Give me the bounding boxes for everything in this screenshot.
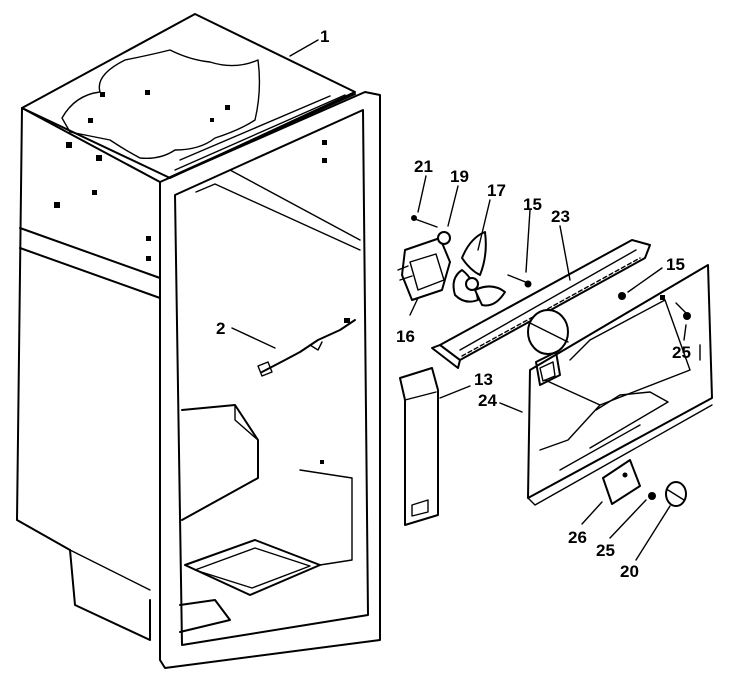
evaporator-cover [527,264,713,506]
screw-15-left [507,274,532,288]
callout-25-right: 25 [672,343,691,362]
callout-16: 16 [396,327,415,346]
plug-cap [665,481,687,507]
callout-17: 17 [487,181,506,200]
cabinet-liner [16,13,381,669]
screw-15-right [618,292,626,300]
callout-20: 20 [620,562,639,581]
callout-19: 19 [450,167,469,186]
fan-bracket [431,239,651,369]
callout-13: 13 [474,370,493,389]
callout-26: 26 [568,528,587,547]
wire-harness [257,318,356,377]
callout-15-right: 15 [666,255,685,274]
callout-23: 23 [551,207,570,226]
fan-motor [397,215,451,301]
callout-24: 24 [478,391,497,410]
callout-1: 1 [320,27,329,46]
callout-21: 21 [414,157,433,176]
callout-labels: 1 2 21 19 17 15 23 15 16 25 13 24 26 25 … [216,27,691,581]
cabinet-mounting-holes [54,90,327,464]
callout-15-upper: 15 [523,195,542,214]
callout-leaders [231,39,687,561]
callout-25-lower: 25 [596,541,615,560]
screw-25-lower [648,492,656,500]
insulation-pad [602,459,641,505]
screw-25-right [675,302,691,320]
callout-2: 2 [216,319,225,338]
air-duct [399,367,439,526]
